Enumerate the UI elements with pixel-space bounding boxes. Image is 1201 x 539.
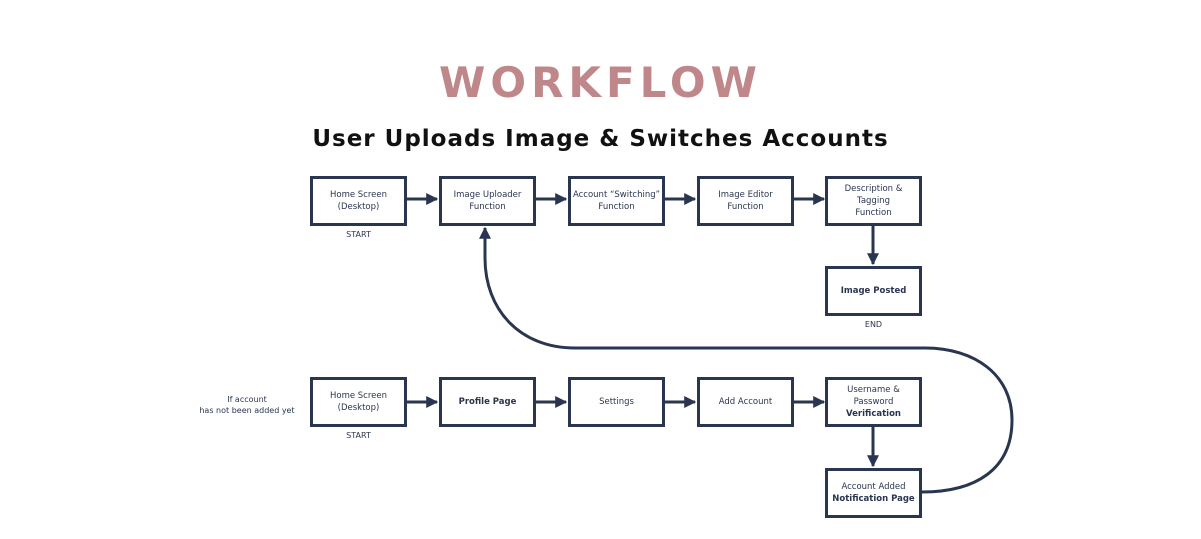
end-label: END [864, 320, 883, 329]
node-label: Home Screen [329, 190, 388, 200]
node-label: Image Uploader [453, 190, 522, 200]
node-label: Function [727, 202, 764, 212]
node-home-screen-top: Home Screen (Desktop) [310, 176, 407, 226]
node-account-switching: Account “Switching” Function [568, 176, 665, 226]
arrow-notification-to-uploader [479, 226, 1014, 494]
node-label: Settings [599, 397, 634, 407]
node-label: Image Posted [840, 286, 907, 296]
node-label: Function [598, 202, 635, 212]
node-image-editor: Image Editor Function [697, 176, 794, 226]
node-label: Notification Page [832, 494, 915, 504]
node-label: Account “Switching” [572, 190, 661, 200]
node-home-screen-bottom: Home Screen (Desktop) [310, 377, 407, 427]
node-label: Profile Page [458, 397, 517, 407]
node-username-password-verification: Username & Password Verification [825, 377, 922, 427]
node-label: (Desktop) [337, 403, 380, 413]
node-label: Username & Password [847, 385, 900, 407]
node-label: Account Added [841, 482, 906, 492]
start-label-bottom: START [346, 431, 371, 440]
node-account-added-notification: Account Added Notification Page [825, 468, 922, 518]
node-label: Verification [846, 409, 901, 419]
node-description-tagging: Description & Tagging Function [825, 176, 922, 226]
diagram-subtitle: User Uploads Image & Switches Accounts [312, 126, 889, 152]
note-line: has not been added yet [199, 406, 295, 415]
node-label: Add Account [718, 397, 773, 407]
node-label: Description & Tagging [844, 184, 903, 206]
start-label-top: START [346, 230, 371, 239]
node-label: (Desktop) [337, 202, 380, 212]
node-label: Function [855, 208, 892, 218]
node-settings: Settings [568, 377, 665, 427]
node-image-posted: Image Posted [825, 266, 922, 316]
condition-note: If account has not been added yet [192, 394, 302, 416]
node-profile-page: Profile Page [439, 377, 536, 427]
node-label: Home Screen [329, 391, 388, 401]
node-add-account: Add Account [697, 377, 794, 427]
node-label: Image Editor [718, 190, 773, 200]
node-image-uploader: Image Uploader Function [439, 176, 536, 226]
note-line: If account [227, 395, 267, 404]
node-label: Function [469, 202, 506, 212]
diagram-title: WORKFLOW [439, 58, 762, 107]
